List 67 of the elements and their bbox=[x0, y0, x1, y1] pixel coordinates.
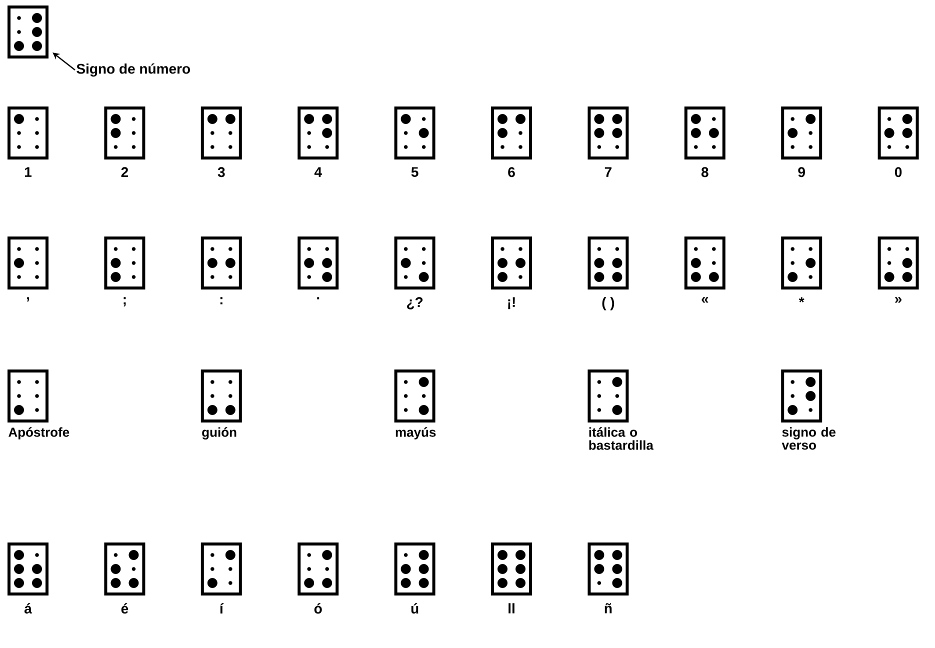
cell-label: 2 bbox=[121, 167, 128, 177]
braille-cell bbox=[491, 542, 532, 596]
braille-cell bbox=[200, 236, 242, 290]
braille-cell bbox=[588, 106, 629, 160]
cell-label: : bbox=[220, 297, 222, 304]
cell-label: 6 bbox=[508, 167, 515, 178]
cell-label: 3 bbox=[218, 167, 225, 178]
braille-cell bbox=[781, 369, 822, 422]
braille-cell bbox=[298, 236, 339, 290]
cell-label: , bbox=[27, 297, 30, 302]
cell-label: ¡! bbox=[508, 297, 515, 310]
cell-label: signo de verso bbox=[782, 427, 836, 450]
cell-label: ñ bbox=[604, 603, 612, 614]
braille-cell bbox=[394, 369, 436, 422]
cell-label: guión bbox=[202, 427, 236, 440]
cell-label: í bbox=[220, 603, 224, 614]
braille-cell bbox=[394, 542, 436, 596]
braille-cell bbox=[200, 542, 242, 596]
cell-label: ¿? bbox=[407, 297, 423, 310]
braille-cell bbox=[8, 236, 48, 290]
cell-label: » bbox=[895, 297, 902, 303]
cell-label: 9 bbox=[798, 167, 805, 178]
braille-cell bbox=[684, 236, 726, 290]
braille-cell bbox=[8, 6, 48, 58]
braille-cell bbox=[878, 106, 919, 160]
braille-cell bbox=[588, 369, 629, 422]
cell-label: ó bbox=[314, 603, 322, 614]
braille-cell bbox=[104, 542, 146, 596]
cell-label: ú bbox=[411, 603, 418, 614]
braille-cell bbox=[8, 369, 48, 422]
braille-cell bbox=[684, 106, 726, 160]
cell-label: ll bbox=[508, 603, 514, 614]
braille-cell bbox=[781, 106, 822, 160]
cell-label: Apóstrofe bbox=[8, 427, 70, 440]
braille-cell bbox=[781, 236, 822, 290]
braille-cell bbox=[8, 106, 48, 160]
cell-label: ( ) bbox=[602, 297, 614, 310]
braille-cell bbox=[491, 236, 532, 290]
braille-cell bbox=[8, 542, 48, 596]
cell-label: itálica o bastardilla bbox=[589, 427, 654, 450]
braille-cell bbox=[200, 369, 242, 422]
cell-label: « bbox=[702, 297, 708, 303]
braille-cell bbox=[878, 236, 919, 290]
braille-cell bbox=[491, 106, 532, 160]
cell-label: 8 bbox=[701, 167, 708, 178]
cell-label: mayús bbox=[396, 427, 436, 440]
braille-cell bbox=[104, 106, 146, 160]
cell-label: 4 bbox=[314, 167, 322, 177]
braille-cell bbox=[394, 106, 436, 160]
braille-cell bbox=[200, 106, 242, 160]
braille-cell bbox=[298, 542, 339, 596]
cell-label: . bbox=[317, 297, 320, 300]
cell-label: ; bbox=[124, 297, 126, 306]
braille-cell bbox=[588, 236, 629, 290]
cell-label: é bbox=[121, 603, 128, 614]
cell-label: * bbox=[798, 297, 804, 302]
cell-label: 0 bbox=[894, 167, 902, 178]
braille-cell bbox=[104, 236, 146, 290]
cell-label: á bbox=[24, 603, 32, 614]
cell-label: 5 bbox=[411, 167, 418, 177]
arrow bbox=[52, 52, 76, 70]
caption-text: Signo de número bbox=[76, 63, 190, 77]
braille-cell bbox=[588, 542, 629, 596]
braille-cell bbox=[394, 236, 436, 290]
braille-cell bbox=[298, 106, 339, 160]
cell-label: 7 bbox=[604, 167, 612, 177]
cell-label: 1 bbox=[25, 167, 32, 177]
